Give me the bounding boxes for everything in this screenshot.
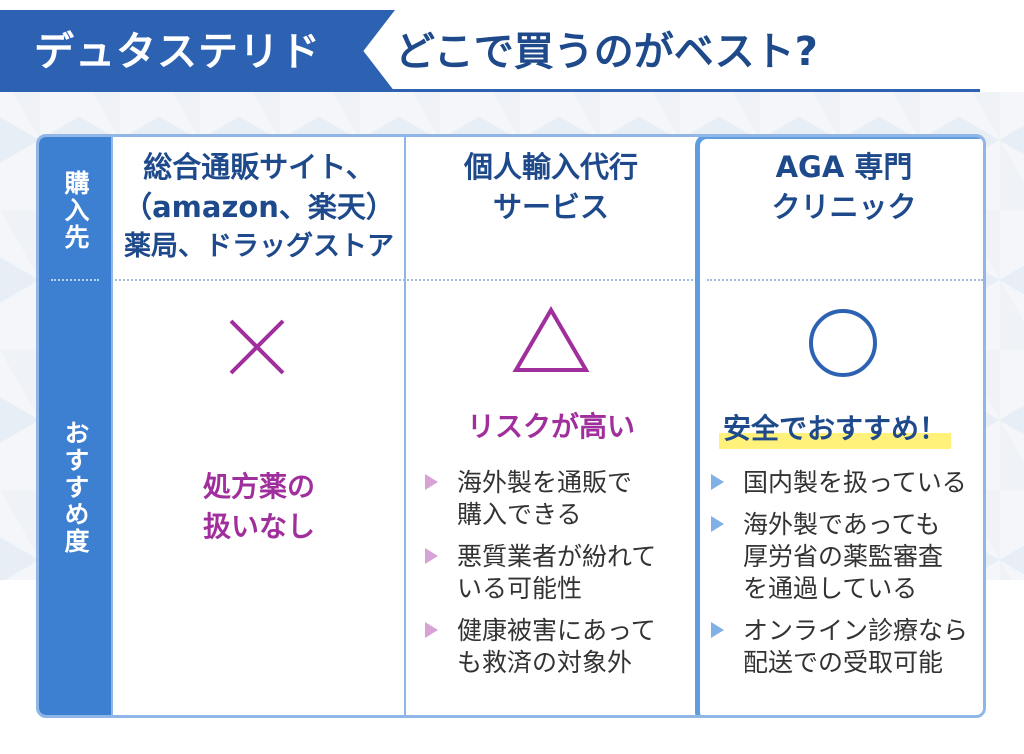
column-divider — [404, 137, 406, 715]
verdict-online-shop: 処方薬の 扱いなし — [115, 467, 403, 547]
bullet-arrow-icon — [425, 548, 438, 564]
title-tag-text: デュタステリド — [34, 29, 321, 75]
column-heading-online-shop: 総合通販サイト、 （amazon、楽天） 薬局、ドラッグストア — [115, 147, 403, 267]
bullet-arrow-icon — [425, 474, 438, 490]
verdict-line: 扱いなし — [202, 510, 315, 543]
heading-line: クリニック — [771, 190, 917, 224]
bullet-arrow-icon — [711, 516, 724, 532]
list-item: 健康被害にあっても救済の対象外 — [425, 615, 695, 679]
row-header-column: 購入先 おすすめ度 — [39, 137, 111, 715]
bullet-arrow-icon — [711, 474, 724, 490]
bullet-list-aga-clinic: 国内製を扱っている 海外製であっても厚労省の薬監審査を通過している オンライン診… — [711, 467, 983, 689]
list-item: オンライン診療なら配送での受取可能 — [711, 615, 983, 679]
bullet-arrow-icon — [425, 622, 438, 638]
heading-line: サービス — [492, 190, 609, 224]
bullet-arrow-icon — [711, 622, 724, 638]
title-underline — [360, 89, 980, 92]
verdict-aga-clinic: 安全でおすすめ！ — [719, 409, 952, 449]
row-label-recommend: おすすめ度 — [61, 419, 90, 555]
heading-line: 薬局、ドラッグストア — [124, 231, 394, 262]
verdict-import-agent: リスクが高い — [466, 410, 635, 443]
list-item: 国内製を扱っている — [711, 467, 983, 499]
row-divider — [111, 279, 701, 281]
circle-mark-icon — [809, 309, 877, 377]
row-label-purchase: 購入先 — [61, 169, 90, 251]
list-item: 海外製であっても厚労省の薬監審査を通過している — [711, 509, 983, 605]
heading-line: 総合通販サイト、 — [143, 150, 375, 184]
column-heading-import-agent: 個人輸入代行 サービス — [407, 147, 695, 227]
cross-mark-icon — [229, 319, 285, 375]
row-header-divider — [51, 279, 99, 281]
column-divider — [111, 137, 113, 715]
heading-line: 個人輸入代行 — [463, 150, 638, 184]
verdict-line: 処方薬の — [202, 470, 315, 503]
page-title: どこで買うのがベスト? — [395, 29, 818, 75]
header: デュタステリド どこで買うのがベスト? — [0, 0, 1024, 92]
list-item: 悪質業者が紛れている可能性 — [425, 541, 695, 605]
heading-line: （amazon、楽天） — [123, 190, 395, 224]
bullet-list-import-agent: 海外製を通販で購入できる 悪質業者が紛れている可能性 健康被害にあっても救済の対… — [425, 467, 695, 689]
title-tag — [0, 10, 395, 92]
column-heading-aga-clinic: AGA 専門 クリニック — [703, 147, 983, 227]
comparison-table: 購入先 おすすめ度 総合通販サイト、 （amazon、楽天） 薬局、ドラッグスト… — [36, 134, 986, 718]
heading-line: AGA 専門 — [775, 150, 913, 184]
triangle-mark-icon — [512, 306, 590, 372]
row-divider-highlight — [707, 279, 983, 281]
list-item: 海外製を通販で購入できる — [425, 467, 695, 531]
